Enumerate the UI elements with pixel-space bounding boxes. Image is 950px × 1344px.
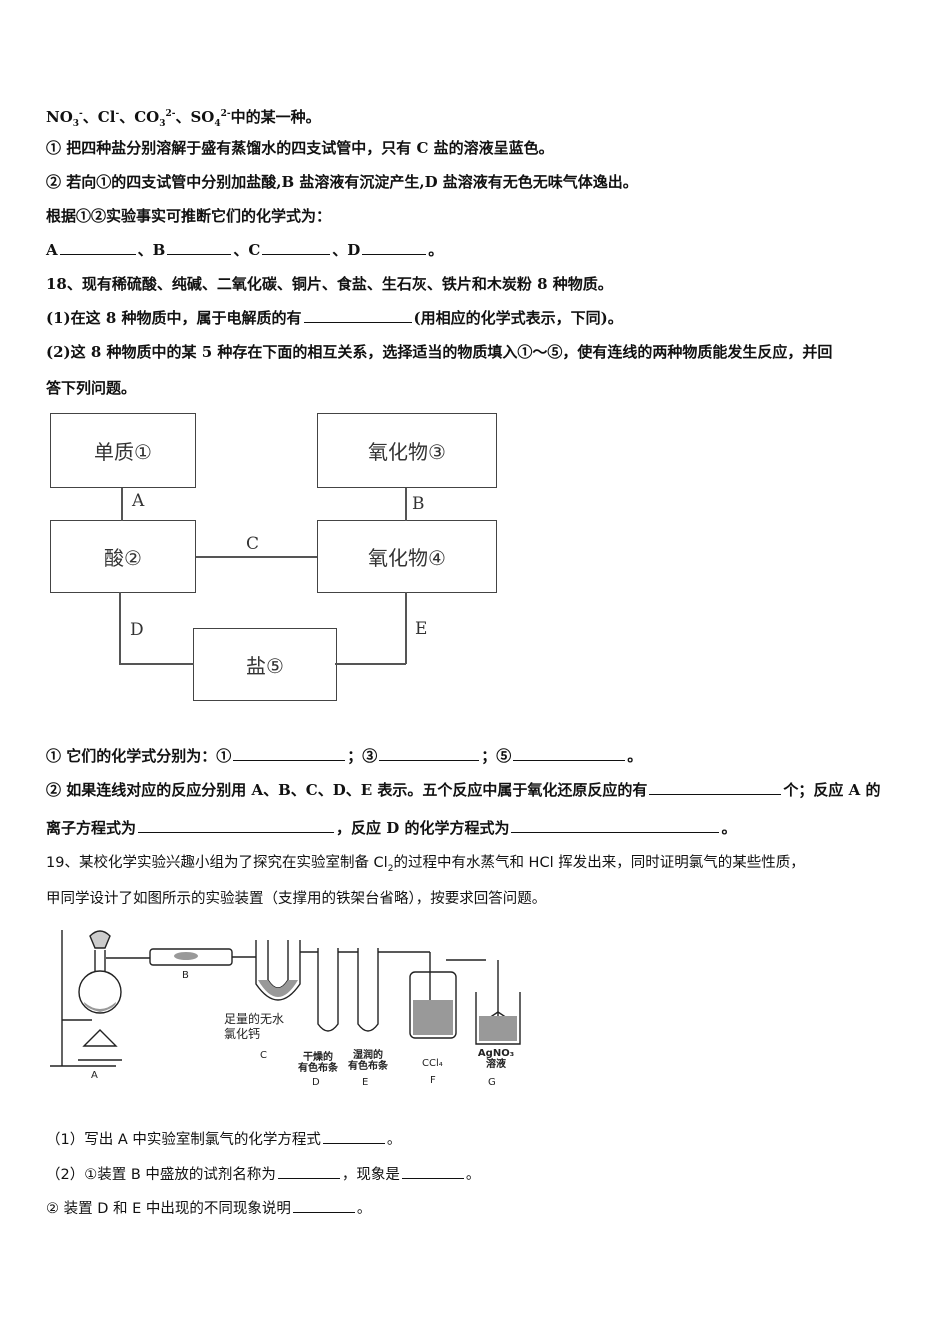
connector-c xyxy=(196,556,317,558)
apparatus-label-f: F xyxy=(430,1075,436,1086)
q19-stem-line1: 19、某校化学实验兴趣小组为了探究在实验室制备 Cl2的过程中有水蒸气和 HCl… xyxy=(46,855,805,874)
apparatus-figure xyxy=(50,930,521,1067)
apparatus-label-d: D xyxy=(312,1077,320,1088)
answer-line-abcd: A、B、C、D。 xyxy=(46,240,444,259)
q18-part2-line2: 答下列问题。 xyxy=(46,379,137,397)
apparatus-e-description: 湿润的有色布条 xyxy=(348,1050,388,1072)
apparatus-c-description: 足量的无水氯化钙 xyxy=(224,1012,285,1041)
box-oxide-4: 氧化物④ xyxy=(317,520,497,593)
step-1-text: ① 把四种盐分别溶解于盛有蒸馏水的四支试管中，只有 C 盐的溶液呈蓝色。 xyxy=(46,139,554,157)
blank-ionic-equation-a[interactable] xyxy=(138,818,335,833)
q19-stem-line2: 甲同学设计了如图所示的实验装置（支撑用的铁架台省略），按要求回答问题。 xyxy=(46,891,547,907)
apparatus-diagram: A B 足量的无水氯化钙 C 干燥的有色布条 D 湿润的有色布条 E CCl₄ … xyxy=(46,920,526,1100)
blank-formula-1[interactable] xyxy=(233,746,346,761)
step-2-text: ② 若向①的四支试管中分别加盐酸,B 盐溶液有沉淀产生,D 盐溶液有无色无味气体… xyxy=(46,173,638,191)
inference-text: 根据①②实验事实可推断它们的化学式为： xyxy=(46,207,332,225)
q18-sub1: ① 它们的化学式分别为：①；③；⑤。 xyxy=(46,746,643,765)
blank-electrolytes[interactable] xyxy=(303,308,412,323)
label-b: B xyxy=(412,494,425,514)
box-oxide-3: 氧化物③ xyxy=(317,413,497,488)
q18-stem: 18、现有稀硫酸、纯碱、二氧化碳、铜片、食盐、生石灰、铁片和木炭粉 8 种物质。 xyxy=(46,275,613,293)
connector-e-vertical xyxy=(405,592,407,664)
blank-equation-cl2[interactable] xyxy=(322,1129,385,1144)
q18-sub2-line2: 离子方程式为，反应 D 的化学方程式为。 xyxy=(46,818,737,837)
blank-c[interactable] xyxy=(262,240,331,255)
connector-d-horizontal xyxy=(119,663,194,665)
apparatus-f-description: CCl₄ xyxy=(422,1058,443,1069)
blank-reagent-b[interactable] xyxy=(277,1164,340,1179)
blank-redox-count[interactable] xyxy=(649,780,782,795)
ions-line: NO3-、Cl-、CO32-、SO42-中的某一种。 xyxy=(46,108,321,129)
blank-phenomenon[interactable] xyxy=(401,1164,464,1179)
label-a: A xyxy=(132,491,145,511)
blank-formula-5[interactable] xyxy=(513,746,626,761)
apparatus-label-e: E xyxy=(362,1077,369,1088)
q19-part2: （2）①装置 B 中盛放的试剂名称为，现象是。 xyxy=(46,1164,480,1185)
q18-part2-line1: (2)这 8 种物质中的某 5 种存在下面的相互关系，选择适当的物质填入①～⑤，… xyxy=(46,343,833,361)
q19-part3: ② 装置 D 和 E 中出现的不同现象说明。 xyxy=(46,1198,371,1219)
apparatus-d-description: 干燥的有色布条 xyxy=(298,1052,338,1074)
q19-part1: （1）写出 A 中实验室制氯气的化学方程式。 xyxy=(46,1129,401,1150)
apparatus-label-g: G xyxy=(488,1077,496,1088)
blank-d-e-difference[interactable] xyxy=(292,1198,355,1213)
apparatus-label-c: C xyxy=(260,1050,267,1061)
label-c: C xyxy=(246,534,260,554)
connector-b xyxy=(405,488,407,521)
box-salt-5: 盐⑤ xyxy=(193,628,337,701)
blank-b[interactable] xyxy=(167,240,232,255)
q18-sub2-line1: ② 如果连线对应的反应分别用 A、B、C、D、E 表示。五个反应中属于氧化还原反… xyxy=(46,780,881,799)
blank-d[interactable] xyxy=(362,240,427,255)
label-d: D xyxy=(130,620,144,640)
apparatus-label-a: A xyxy=(91,1070,98,1081)
blank-a[interactable] xyxy=(59,240,136,255)
q18-part1: (1)在这 8 种物质中，属于电解质的有(用相应的化学式表示，下同)。 xyxy=(46,308,623,327)
box-acid-2: 酸② xyxy=(50,520,196,593)
connector-d-vertical xyxy=(119,592,121,664)
label-e: E xyxy=(415,619,428,639)
apparatus-label-b: B xyxy=(182,970,189,981)
connector-a xyxy=(121,488,123,521)
blank-formula-3[interactable] xyxy=(379,746,480,761)
box-element-1: 单质① xyxy=(50,413,196,488)
blank-equation-d[interactable] xyxy=(511,818,720,833)
connector-e-horizontal xyxy=(335,663,406,665)
